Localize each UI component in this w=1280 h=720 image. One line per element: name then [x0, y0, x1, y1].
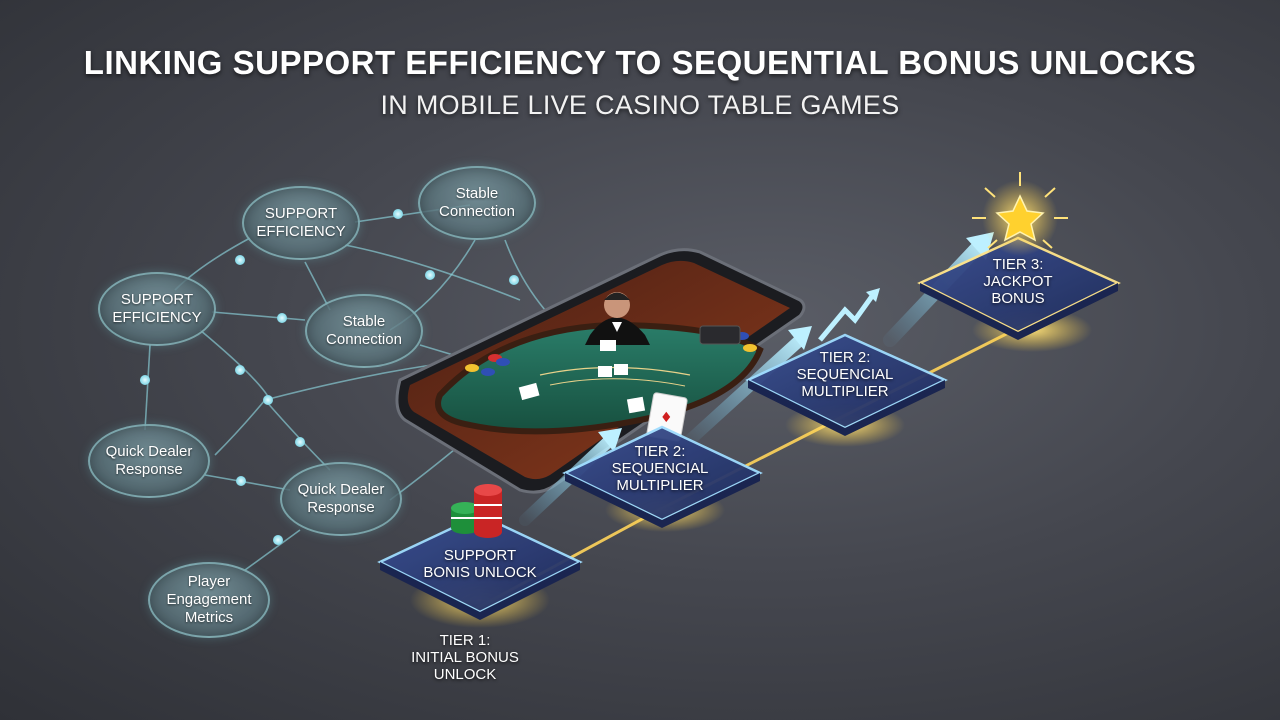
growth-zigzag-icon	[818, 290, 878, 342]
tier1-caption: TIER 1: INITIAL BONUS UNLOCK	[411, 632, 519, 683]
dealer-figure	[585, 292, 650, 345]
tile1-label: SUPPORT BONIS UNLOCK	[423, 547, 537, 581]
smartphone-device: ♦	[395, 248, 806, 494]
tile4-label: TIER 3: JACKPOT BONUS	[983, 256, 1053, 307]
network-node-stable-connection-mid: Stable Connection	[305, 294, 423, 368]
network-node-stable-connection-top: Stable Connection	[418, 166, 536, 240]
network-node-player-engagement: Player Engagement Metrics	[148, 562, 270, 638]
network-node-support-efficiency-left: SUPPORT EFFICIENCY	[98, 272, 216, 346]
network-node-quick-dealer-mid: Quick Dealer Response	[280, 462, 402, 536]
page-title: LINKING SUPPORT EFFICIENCY TO SEQUENTIAL…	[83, 44, 1197, 81]
tile2-label: TIER 2: SEQUENCIAL MULTIPLIER	[611, 443, 709, 494]
card-shoe	[699, 325, 741, 345]
network-node-support-efficiency-top: SUPPORT EFFICIENCY	[242, 186, 360, 260]
star-icon	[972, 172, 1068, 256]
tile3-label: TIER 2: SEQUENCIAL MULTIPLIER	[796, 349, 894, 400]
tier-tiles	[377, 236, 1121, 620]
chip-stack-icon	[451, 484, 502, 538]
network-link-dots	[140, 209, 519, 545]
page-subtitle: IN MOBILE LIVE CASINO TABLE GAMES	[380, 90, 900, 120]
growth-arrow-icon	[788, 326, 812, 350]
svg-text:♦: ♦	[660, 410, 673, 426]
network-node-quick-dealer-left: Quick Dealer Response	[88, 424, 210, 498]
playing-card-icon: ♦	[518, 340, 688, 442]
growth-arrow-icon	[598, 428, 622, 452]
